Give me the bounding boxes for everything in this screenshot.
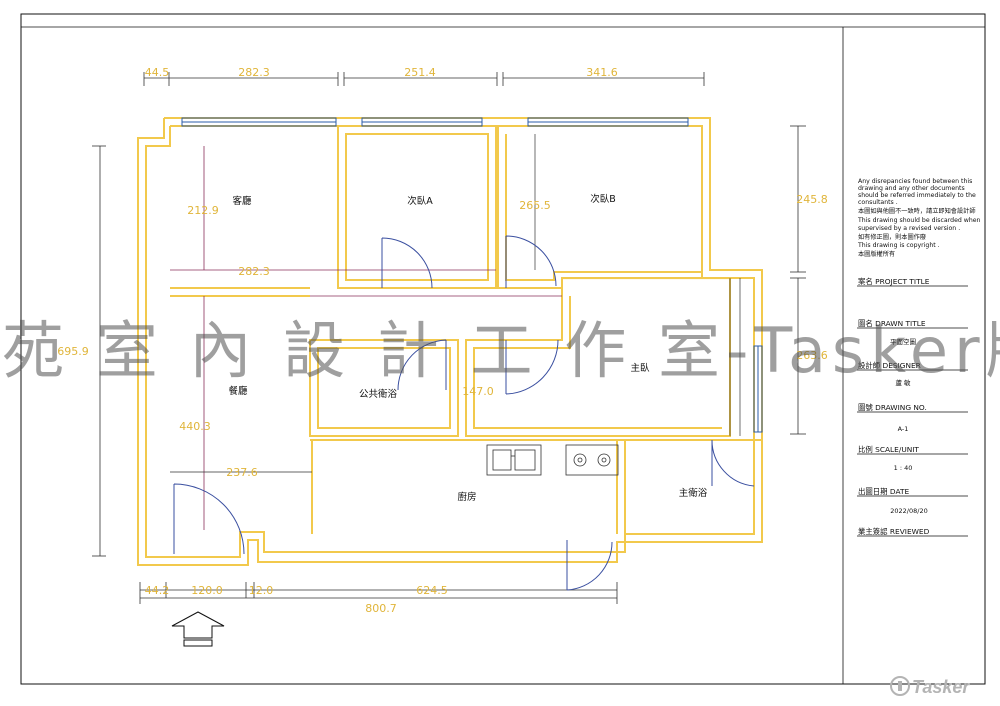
drawn-title-value: 平面空圖 xyxy=(890,337,916,346)
designer-label: 設計師 DESIGNER xyxy=(858,361,921,370)
dim-top-2: 282.3 xyxy=(238,66,270,79)
walls xyxy=(137,117,763,566)
reference-lines xyxy=(170,146,562,530)
date-label: 出圖日期 DATE xyxy=(858,487,909,496)
doors xyxy=(173,235,755,591)
room-label-dining: 餐廳 xyxy=(228,385,248,397)
reviewed-label: 業主簽認 REVIEWED xyxy=(858,527,930,536)
dim-overall-height: 695.9 xyxy=(57,345,89,358)
dim-top-3: 251.4 xyxy=(404,66,436,79)
designer-value: 蘆 敏 xyxy=(895,378,911,387)
note-line-2: drawing and any other documents xyxy=(858,185,965,192)
brand-icon xyxy=(890,676,910,696)
project-title-label: 案名 PROJECT TITLE xyxy=(858,277,930,286)
drawn-title-label: 圖名 DRAWN TITLE xyxy=(858,319,926,328)
sheet-border xyxy=(20,13,986,685)
dim-bottom-3: 12.0 xyxy=(249,584,274,597)
dim-dining-width: 237.6 xyxy=(226,466,258,479)
dim-living-width: 282.3 xyxy=(238,265,270,278)
interior-lines xyxy=(170,134,741,473)
dim-living-height: 212.9 xyxy=(187,204,219,217)
room-label-living: 客廳 xyxy=(232,195,252,207)
windows xyxy=(181,117,763,433)
dim-bottom-2: 120.0 xyxy=(191,584,223,597)
date-value: 2022/08/20 xyxy=(890,507,927,515)
dim-right-bottom: 263.6 xyxy=(796,349,828,362)
title-block-rules xyxy=(857,285,968,537)
brand-logo: Tasker xyxy=(890,676,969,698)
note-line-5: 本圖如與他圖不一致時，請立即知會設計師 xyxy=(858,207,976,215)
room-label-bedroom-b: 次臥B xyxy=(590,193,616,205)
right-dimension-lines xyxy=(790,125,806,435)
dim-public-bath: 147.0 xyxy=(462,385,494,398)
dim-dining-height: 440.3 xyxy=(179,420,211,433)
left-dimension-line xyxy=(92,145,106,557)
room-label-master-bath: 主衛浴 xyxy=(679,487,708,499)
room-label-master-bedroom: 主臥 xyxy=(630,362,650,374)
scale-value: 1 : 40 xyxy=(894,464,913,472)
dim-bottom-1: 44.2 xyxy=(145,584,170,597)
note-line-10: 本圖版權所有 xyxy=(858,250,895,258)
scale-label: 比例 SCALE/UNIT xyxy=(858,445,919,454)
top-dimension-lines xyxy=(143,72,705,86)
dim-overall-width: 800.7 xyxy=(365,602,397,615)
note-line-3: should be referred immediately to the xyxy=(858,192,976,199)
note-line-8: 如有修正圖，則本圖作廢 xyxy=(858,233,927,241)
dim-top-1: 44.5 xyxy=(145,66,170,79)
note-line-7: supervised by a revised version . xyxy=(858,225,960,232)
room-labels: 客廳 次臥A 次臥B 主臥 公共衛浴 餐廳 廚房 主衛浴 xyxy=(228,193,707,503)
drawing-no-value: A-1 xyxy=(898,425,909,433)
note-line-6: This drawing should be discarded when xyxy=(857,217,981,224)
brand-text: Tasker xyxy=(912,677,970,697)
room-label-public-bath: 公共衛浴 xyxy=(359,388,398,400)
room-label-bedroom-a: 次臥A xyxy=(407,195,433,207)
kitchen-sink xyxy=(486,444,542,476)
bottom-dimension-lines xyxy=(139,582,618,604)
room-label-kitchen: 廚房 xyxy=(457,491,476,503)
dim-bottom-4: 624.5 xyxy=(416,584,448,597)
dim-right-top: 245.8 xyxy=(796,193,828,206)
kitchen-stove xyxy=(565,444,619,476)
note-line-4: consultants . xyxy=(858,199,898,206)
note-line-9: This drawing is copyright . xyxy=(857,242,940,249)
dim-bedroom-b-height: 265.5 xyxy=(519,199,551,212)
note-line-1: Any disrepancies found between this xyxy=(858,178,972,185)
dimension-labels: 44.5 282.3 251.4 341.6 212.9 282.3 265.5… xyxy=(57,66,828,615)
notes-block: Any disrepancies found between this draw… xyxy=(857,178,981,258)
dim-top-4: 341.6 xyxy=(586,66,618,79)
title-block: 案名 PROJECT TITLE 圖名 DRAWN TITLE 平面空圖 設計師… xyxy=(858,277,930,536)
entrance-arrow-icon xyxy=(171,611,225,647)
drawing-no-label: 圖號 DRAWING NO. xyxy=(858,403,927,412)
